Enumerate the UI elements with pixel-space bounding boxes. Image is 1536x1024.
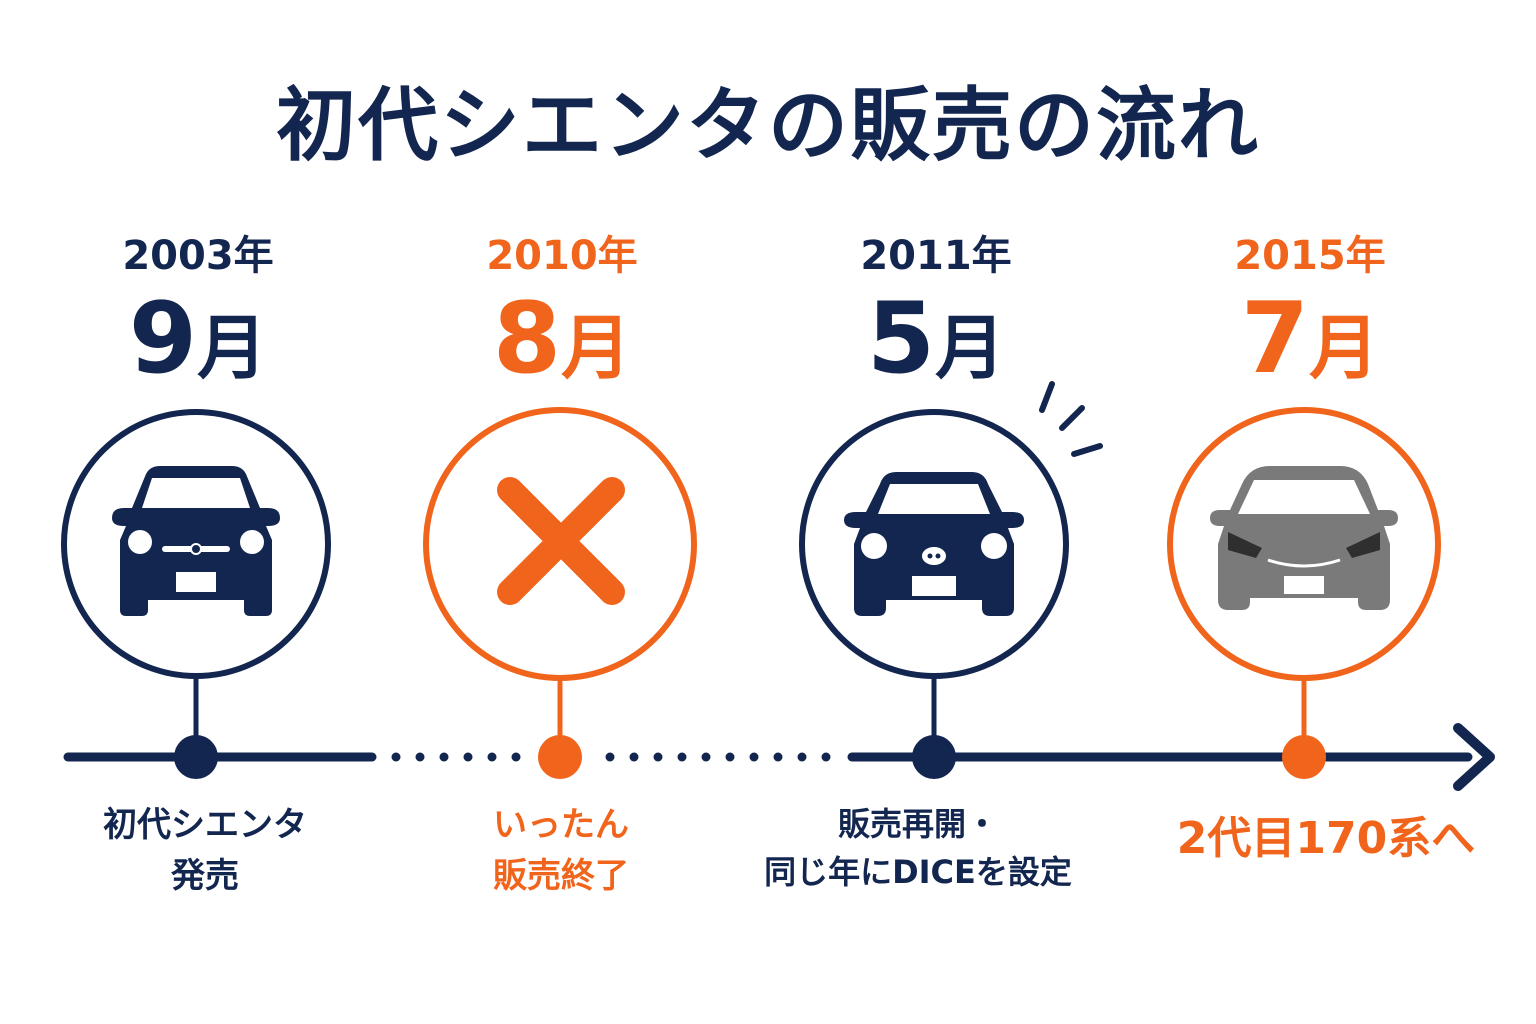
- page-title: 初代シエンタの販売の流れ: [276, 79, 1260, 172]
- event-1-year: 2003年: [122, 233, 274, 279]
- timeline-axis: [63, 723, 1495, 791]
- event-4-label: 2代目170系へ: [1126, 806, 1526, 872]
- event-4-label-line1: 2代目170系へ: [1176, 813, 1476, 864]
- timeline-arrow-icon: [1453, 723, 1495, 791]
- event-2-month: 8月: [492, 282, 632, 396]
- event-1-label: 初代シエンタ 発売: [15, 800, 395, 902]
- event-1-marker: [61, 409, 331, 779]
- event-4-month: 7月: [1240, 282, 1380, 396]
- car-icon: [112, 466, 280, 616]
- cross-icon: [497, 477, 625, 605]
- event-1-label-line2: 発売: [171, 856, 239, 896]
- event-2-marker: [423, 407, 697, 779]
- car-icon: [844, 472, 1024, 616]
- event-1-label-line1: 初代シエンタ: [103, 805, 307, 845]
- event-2-label: いったん 販売終了: [371, 800, 751, 902]
- event-3-marker: [799, 381, 1103, 779]
- event-4-marker: [1167, 407, 1441, 779]
- event-2-node: [538, 735, 582, 779]
- event-3-label-line2: 同じ年にDICEを設定: [764, 853, 1072, 891]
- timeline-dots-1: [391, 752, 831, 762]
- event-3-month: 5月: [866, 282, 1006, 396]
- event-3-label-line1: 販売再開・: [837, 805, 998, 843]
- event-1-node: [174, 735, 218, 779]
- event-4-year: 2015年: [1234, 233, 1386, 279]
- event-3-label: 販売再開・ 同じ年にDICEを設定: [728, 800, 1108, 896]
- event-4-node: [1282, 735, 1326, 779]
- event-1-month: 9月: [128, 282, 268, 396]
- event-2-label-line1: いったん: [493, 805, 629, 845]
- event-2-year: 2010年: [486, 233, 638, 279]
- emphasis-lines-icon: [1039, 381, 1103, 457]
- event-3-year: 2011年: [860, 233, 1012, 279]
- car-gray-icon: [1210, 466, 1398, 610]
- event-2-label-line2: 販売終了: [493, 856, 629, 896]
- event-3-node: [912, 735, 956, 779]
